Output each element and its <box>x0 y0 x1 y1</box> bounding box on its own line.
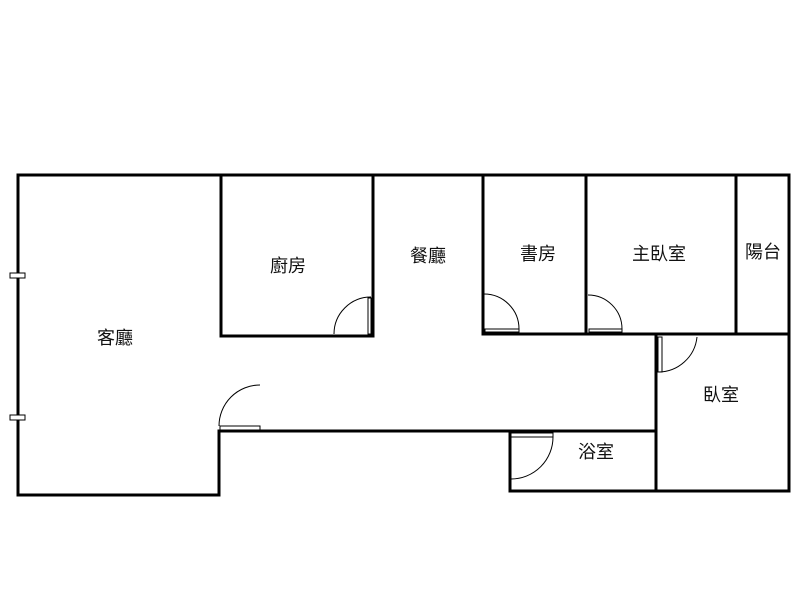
walls <box>16 173 791 497</box>
label-bedroom: 臥室 <box>703 385 739 406</box>
study-door[interactable] <box>483 293 520 333</box>
label-living-room: 客廳 <box>97 328 133 349</box>
label-bathroom: 浴室 <box>578 442 614 463</box>
label-dining-room: 餐廳 <box>410 246 446 267</box>
window-mark <box>9 272 26 279</box>
bedroom-door[interactable] <box>657 336 698 373</box>
study-wall <box>481 175 789 336</box>
room-labels: 客廳 廚房 餐廳 書房 主臥室 陽台 臥室 浴室 <box>97 242 781 463</box>
bathroom-door[interactable] <box>510 432 554 480</box>
label-kitchen: 廚房 <box>270 255 306 277</box>
label-balcony: 陽台 <box>745 242 781 263</box>
label-master-bedroom: 主臥室 <box>632 244 686 265</box>
doors <box>218 293 698 480</box>
windows <box>9 272 26 421</box>
label-study: 書房 <box>520 244 556 265</box>
kitchen-door[interactable] <box>333 296 372 335</box>
master-bedroom-door[interactable] <box>587 294 623 333</box>
living-room-door[interactable] <box>218 384 261 431</box>
window-mark <box>9 414 26 421</box>
kitchen-wall <box>219 175 375 338</box>
